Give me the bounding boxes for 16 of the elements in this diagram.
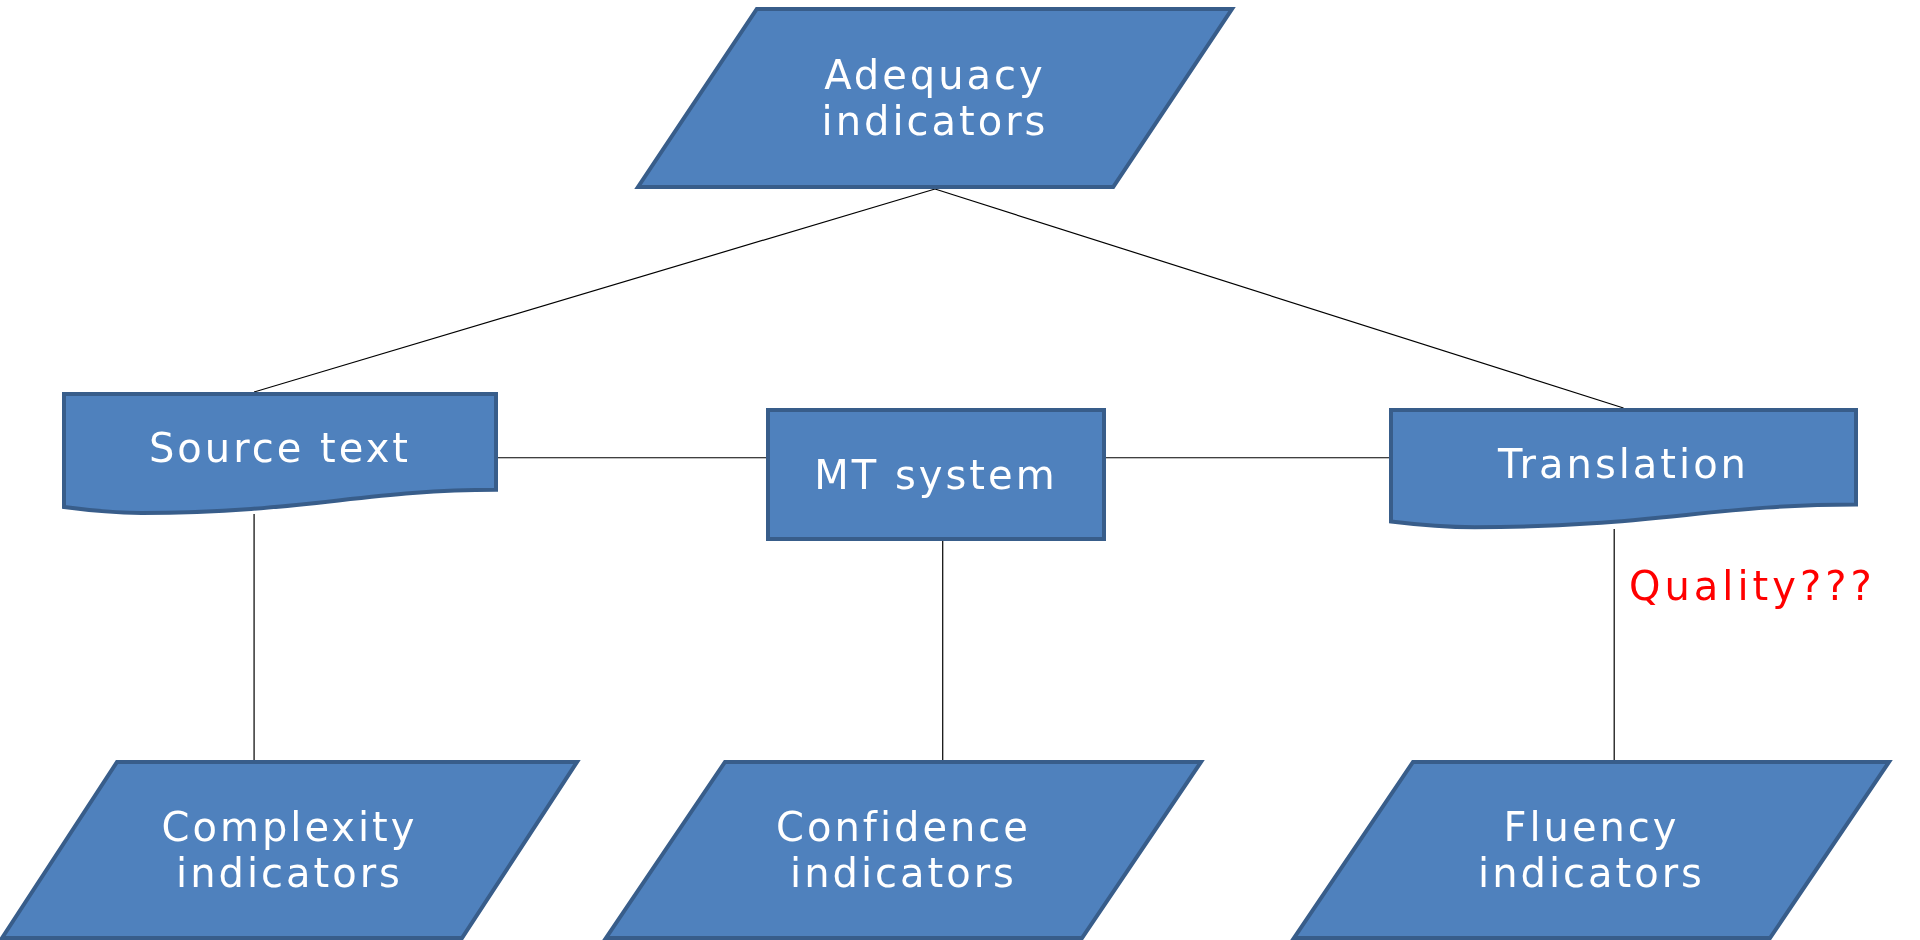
node-text: Source text: [148, 425, 411, 472]
node-text: MT system: [814, 451, 1058, 498]
connector-line: [934, 188, 1625, 409]
annotation-text: Quality???: [1629, 563, 1876, 609]
node-text: Adequacy indicators: [820, 52, 1050, 144]
connector-line: [942, 540, 944, 761]
connector-line: [1613, 528, 1615, 761]
connector-line: [497, 457, 767, 459]
process-box: [768, 410, 1104, 539]
connector-line: [253, 188, 936, 393]
connector-line: [1105, 457, 1390, 459]
node-text: Complexity indicators: [160, 804, 419, 896]
node-text: Translation: [1498, 440, 1749, 487]
node-text: Fluency indicators: [1477, 804, 1706, 896]
connector-line: [253, 513, 255, 761]
node-text: Confidence indicators: [775, 804, 1032, 896]
